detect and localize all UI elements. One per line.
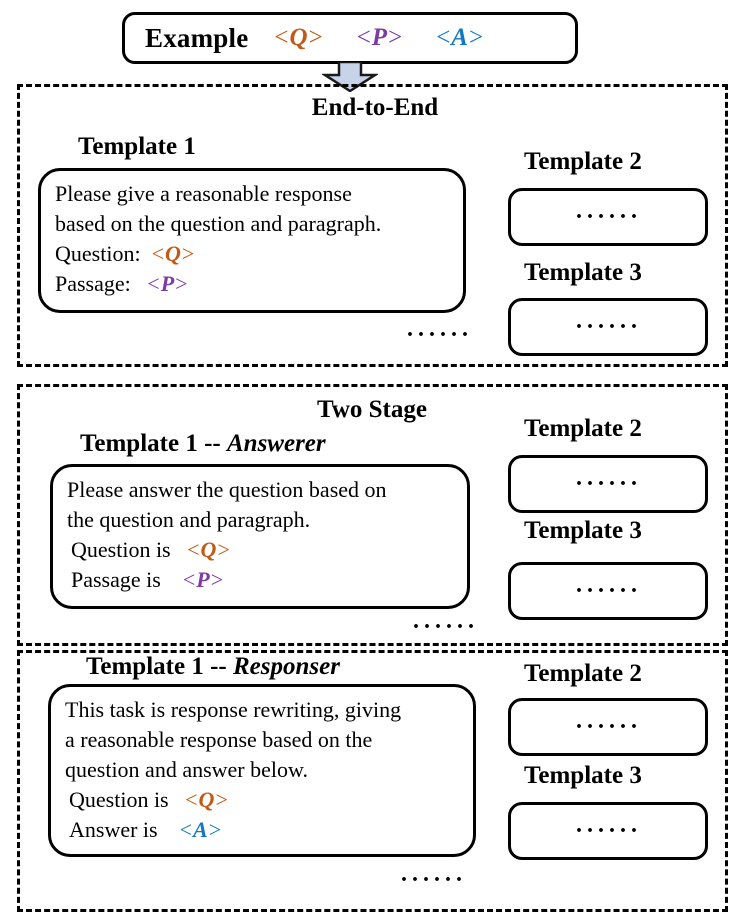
prompt-box-responser-template-2: ······ xyxy=(508,698,708,756)
question-symbol-open: < xyxy=(274,24,289,51)
caption-role: Answerer xyxy=(226,430,326,457)
prompt-line: Please give a reasonable response xyxy=(55,181,352,206)
prompt-field-passage: Passage is <P> xyxy=(67,565,453,595)
passage-symbol-open: < xyxy=(356,24,371,51)
field-label-passage: Passage is xyxy=(71,567,161,592)
prompt-field-question: Question is <Q> xyxy=(65,785,459,815)
prompt-box-answerer-template-3: ······ xyxy=(508,562,708,620)
caption-answerer-template-2: Template 2 xyxy=(524,415,642,442)
passage-symbol-glyph: P xyxy=(371,24,388,51)
ellipsis: ······ xyxy=(574,471,642,497)
section-title-two-stage: Two Stage xyxy=(317,396,427,423)
prompt-field-question: Question: <Q> xyxy=(55,239,449,269)
field-label-passage: Passage: xyxy=(55,271,131,296)
question-symbol-glyph: Q xyxy=(289,24,308,51)
prompt-box-e2e-template-3: ······ xyxy=(508,298,708,356)
answer-symbol-close: > xyxy=(468,24,484,51)
answer-symbol: <A> xyxy=(436,24,483,52)
caption-responser-template-2: Template 2 xyxy=(524,660,642,687)
prompt-box-answerer-template-2: ······ xyxy=(508,455,708,513)
field-label-question: Question is xyxy=(71,537,171,562)
caption-e2e-template-1: Template 1 xyxy=(78,133,196,160)
prompt-box-e2e-template-1: Please give a reasonable response based … xyxy=(38,168,466,313)
answer-symbol: <A> xyxy=(163,817,222,842)
question-symbol: <Q> xyxy=(146,241,195,266)
answer-symbol-open: < xyxy=(436,24,451,51)
more-templates-ellipsis-responser: ······ xyxy=(400,867,467,893)
caption-e2e-template-2: Template 2 xyxy=(524,148,642,175)
section-end-to-end-frame xyxy=(17,84,728,367)
field-label-answer: Answer is xyxy=(69,817,158,842)
prompt-box-responser-template-1: This task is response rewriting, giving … xyxy=(48,684,476,857)
prompt-field-passage: Passage: <P> xyxy=(55,269,449,299)
section-two-stage-answerer-frame xyxy=(17,384,728,646)
caption-prefix: Template 1 -- xyxy=(80,430,227,457)
caption-answerer-template-1: Template 1 -- Answerer xyxy=(80,430,326,458)
caption-responser-template-3: Template 3 xyxy=(524,762,642,789)
example-box: Example <Q> <P> <A> xyxy=(122,12,578,64)
prompt-line: based on the question and paragraph. xyxy=(55,211,382,236)
prompt-field-answer: Answer is <A> xyxy=(65,815,459,845)
caption-e2e-template-3: Template 3 xyxy=(524,259,642,286)
caption-prefix: Template 1 -- xyxy=(86,653,233,680)
down-arrow-icon xyxy=(320,60,380,93)
passage-symbol: <P> xyxy=(136,271,188,296)
prompt-line: the question and paragraph. xyxy=(67,507,311,532)
prompt-field-question: Question is <Q> xyxy=(67,535,453,565)
passage-symbol: <P> xyxy=(166,567,224,592)
caption-answerer-template-3: Template 3 xyxy=(524,517,642,544)
prompt-line: a reasonable response based on the xyxy=(65,727,373,752)
passage-symbol-close: > xyxy=(388,24,403,51)
question-symbol: <Q> xyxy=(274,24,322,52)
caption-role: Responser xyxy=(232,653,340,680)
prompt-box-responser-template-3: ······ xyxy=(508,802,708,860)
prompt-line: Please answer the question based on xyxy=(67,477,387,502)
prompt-line: This task is response rewriting, giving xyxy=(65,697,402,722)
prompt-box-e2e-template-2: ······ xyxy=(508,188,708,246)
prompt-line: question and answer below. xyxy=(65,757,308,782)
section-two-stage-responser-frame xyxy=(17,650,728,912)
more-templates-ellipsis-e2e: ······ xyxy=(406,322,473,348)
answer-symbol-glyph: A xyxy=(451,24,468,51)
question-symbol-close: > xyxy=(308,24,323,51)
prompt-box-answerer-template-1: Please answer the question based on the … xyxy=(50,464,470,609)
question-symbol: <Q> xyxy=(176,537,230,562)
field-label-question: Question: xyxy=(55,241,141,266)
caption-responser-template-1: Template 1 -- Responser xyxy=(86,653,340,681)
section-title-end-to-end: End-to-End xyxy=(311,94,439,121)
more-templates-ellipsis-answerer: ······ xyxy=(412,614,479,640)
passage-symbol: <P> xyxy=(357,24,403,52)
field-label-question: Question is xyxy=(69,787,169,812)
ellipsis: ······ xyxy=(574,818,642,844)
ellipsis: ······ xyxy=(574,314,642,340)
question-symbol: <Q> xyxy=(174,787,228,812)
ellipsis: ······ xyxy=(574,714,642,740)
ellipsis: ······ xyxy=(574,578,642,604)
example-label: Example xyxy=(145,22,249,53)
ellipsis: ······ xyxy=(574,204,642,230)
